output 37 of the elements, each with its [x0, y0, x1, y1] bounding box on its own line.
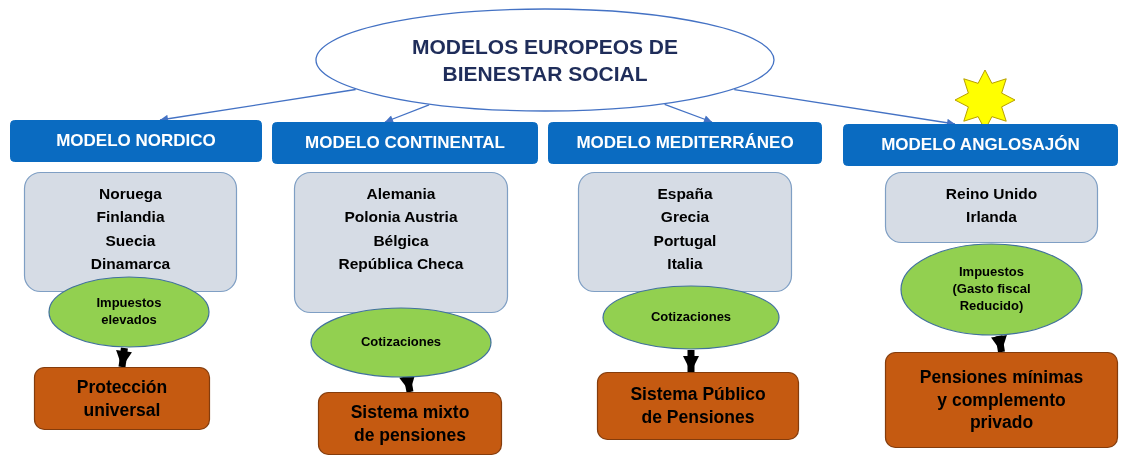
funding-text: Impuestos elevados	[95, 295, 163, 329]
countries-box	[24, 172, 237, 292]
funding-oval	[48, 276, 210, 348]
header-text: MODELO NORDICO	[56, 129, 216, 152]
header-text: MODELO ANGLOSAJÓN	[881, 133, 1080, 156]
countries-text: Noruega Finlandia Suecia Dinamarca	[89, 184, 172, 274]
funding-text: Cotizaciones	[650, 309, 732, 326]
arrow	[991, 334, 1007, 353]
model-header	[548, 122, 822, 164]
funding-oval	[602, 285, 780, 350]
funding-text: Impuestos (Gasto fiscal Reducido)	[951, 264, 1032, 315]
model-header	[843, 124, 1118, 166]
outcome-text: Sistema Público de Pensiones	[629, 383, 767, 429]
outcome-text: Pensiones mínimas y complemento privado	[918, 365, 1085, 435]
header-text: MODELO CONTINENTAL	[305, 131, 505, 154]
countries-box	[294, 172, 508, 313]
countries-box	[578, 172, 792, 292]
outcome-text: Sistema mixto de pensiones	[349, 400, 471, 447]
outcome-box	[885, 352, 1118, 448]
funding-text: Cotizaciones	[360, 334, 442, 351]
outcome-text: Protección universal	[75, 375, 169, 422]
outcome-box	[318, 392, 502, 455]
model-header	[10, 120, 262, 162]
arrow	[683, 350, 699, 372]
title-text: MODELOS EUROPEOS DE BIENESTAR SOCIAL	[410, 33, 679, 87]
outcome-box	[597, 372, 799, 440]
funding-oval	[900, 243, 1083, 336]
title-oval	[315, 8, 775, 112]
header-text: MODELO MEDITERRÁNEO	[576, 131, 794, 154]
countries-text: Reino Unido Irlanda	[944, 184, 1039, 228]
model-header	[272, 122, 538, 164]
countries-text: España Grecia Portugal Italia	[652, 184, 718, 274]
outcome-box	[34, 367, 210, 430]
countries-text: Alemania Polonia Austria Bélgica República Checa	[338, 184, 464, 274]
countries-box	[885, 172, 1098, 243]
arrow	[116, 347, 132, 368]
funding-oval	[310, 307, 492, 378]
